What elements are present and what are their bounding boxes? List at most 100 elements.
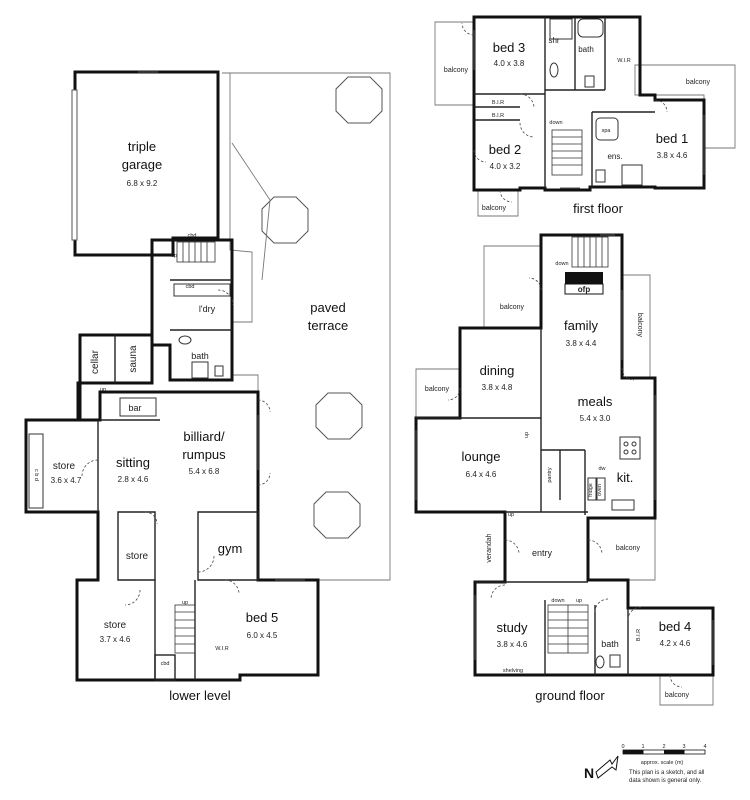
store-shelving — [28, 433, 44, 509]
ldry-label: l'dry — [199, 304, 216, 314]
disclaimer-line-2: data shown is general only. — [629, 778, 702, 784]
dining-dims: 3.8 x 4.8 — [482, 383, 513, 392]
scale-caption: approx. scale (m) — [641, 760, 684, 766]
store-small-walls — [117, 511, 156, 581]
fridge-label: fridge — [588, 483, 594, 497]
scale-bar-fill — [623, 750, 644, 754]
terrace-label-2: terrace — [308, 318, 348, 333]
basin — [595, 655, 605, 669]
study-label: study — [496, 620, 528, 635]
up-label: up — [100, 387, 106, 393]
bir-label: B.I.R — [492, 113, 504, 119]
bath-first-label: bath — [578, 45, 594, 54]
shr-label: shr — [548, 36, 559, 45]
oven-label: oven — [597, 484, 603, 496]
balcony-label: balcony — [444, 67, 469, 74]
balcony-label: balcony — [425, 386, 450, 393]
family-label: family — [564, 318, 598, 333]
toilet — [609, 654, 621, 668]
sitting-label: sitting — [116, 455, 150, 470]
gym-walls — [197, 511, 259, 581]
garage-door — [71, 89, 78, 241]
balcony-outline — [477, 189, 519, 217]
first-floor-walls — [472, 15, 706, 192]
door-arc — [594, 598, 609, 613]
bed3-label: bed 3 — [493, 40, 526, 55]
scale-legend: 0 1 2 3 4 approx. scale (m) This plan is… — [584, 744, 707, 784]
door-arc — [447, 387, 461, 401]
terrace-table — [335, 76, 383, 124]
bed4-label: bed 4 — [659, 619, 692, 634]
down-label: down — [551, 598, 564, 604]
spa-label: spa — [602, 128, 612, 134]
ground-floor-plan: family 3.8 x 4.4 dining 3.8 x 4.8 meals … — [414, 233, 715, 706]
north-label: N — [584, 765, 594, 781]
ens-label: ens. — [607, 152, 622, 161]
first-floor-title: first floor — [573, 201, 624, 216]
terrace-table — [261, 196, 309, 244]
terrace-table — [313, 491, 361, 539]
lower-stair-top — [176, 241, 216, 263]
cellar-sauna-walls — [78, 333, 154, 385]
first-floor-stairs — [551, 129, 583, 176]
first-floor-plan: bed 3 4.0 x 3.8 bed 2 4.0 x 3.2 bed 1 3.… — [434, 15, 736, 217]
cbd-label: cbd — [161, 661, 170, 667]
ground-stairs-top — [571, 236, 609, 268]
family-dims: 3.8 x 4.4 — [566, 339, 597, 348]
bar-fixture — [119, 397, 157, 417]
terrace-table — [315, 392, 363, 440]
dining-label: dining — [480, 363, 515, 378]
balcony-outline — [621, 274, 651, 379]
balcony-outline — [415, 368, 461, 419]
bed2-label: bed 2 — [489, 142, 522, 157]
lower-level-plan: triple garage 6.8 x 9.2 paved terrace bi… — [24, 70, 391, 703]
meals-label: meals — [578, 394, 613, 409]
up-label: up — [182, 600, 188, 606]
sitting-dims: 2.8 x 4.6 — [118, 475, 149, 484]
garage-dims: 6.8 x 9.2 — [127, 179, 158, 188]
spa-bath — [595, 117, 619, 141]
ens-shower — [621, 164, 643, 186]
lower-stair-bottom — [174, 604, 196, 654]
toilet — [214, 365, 224, 377]
door-arc — [519, 122, 535, 138]
door-arc — [499, 189, 513, 203]
bed5-dims: 6.0 x 4.5 — [247, 631, 278, 640]
bathtub — [577, 18, 604, 38]
bed3-dims: 4.0 x 3.8 — [494, 59, 525, 68]
cooktop — [631, 441, 637, 447]
door-arc — [654, 99, 668, 113]
sauna-label: sauna — [128, 345, 139, 373]
door-arc — [144, 511, 158, 525]
toilet — [584, 75, 595, 88]
terrace-label-1: paved — [310, 300, 345, 315]
ens-toilet — [595, 169, 606, 183]
shower — [549, 18, 573, 40]
ground-floor-title: ground floor — [535, 688, 605, 703]
scale-tick: 0 — [621, 744, 624, 750]
door-arc — [81, 459, 99, 477]
door-arc — [669, 674, 683, 688]
balcony-outline — [483, 245, 542, 329]
store-left-dims: 3.6 x 4.7 — [51, 476, 82, 485]
ofp-label: ofp — [578, 285, 591, 294]
store-bottom-label: store — [104, 620, 127, 631]
cbd-cabinet — [154, 654, 176, 681]
entry-label: entry — [532, 548, 553, 558]
door-arc — [461, 22, 475, 36]
wir-label: W.I.R — [215, 646, 228, 652]
billiard-label-2: rumpus — [182, 447, 226, 462]
balcony-outline — [434, 21, 475, 106]
lounge-label: lounge — [461, 449, 500, 464]
bed2-dims: 4.0 x 3.2 — [490, 162, 521, 171]
terrace-path — [231, 142, 271, 281]
store-bottom-dims: 3.7 x 4.6 — [100, 635, 131, 644]
balcony-label: balcony — [686, 79, 711, 86]
laundry-bench — [173, 283, 231, 297]
up-label: up — [576, 598, 582, 604]
kit-label: kit. — [617, 470, 634, 485]
fireplace-hearth — [564, 283, 604, 295]
shower — [191, 361, 209, 379]
fridge — [587, 477, 597, 501]
